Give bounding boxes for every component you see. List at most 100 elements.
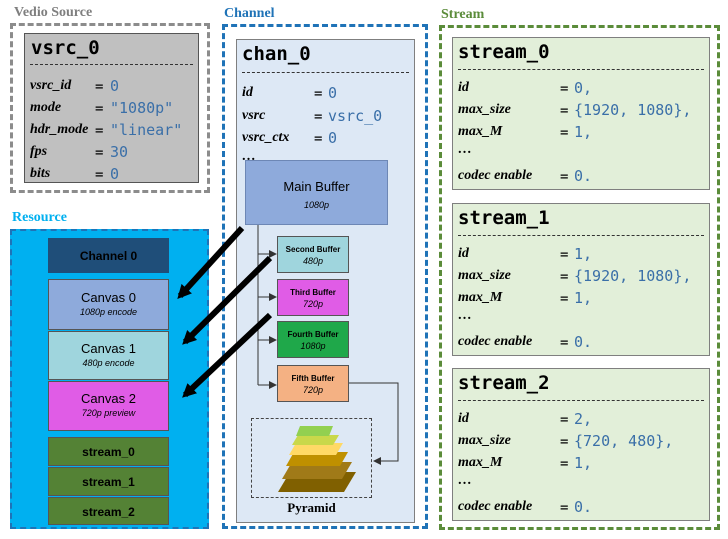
pyramid-label: Pyramid [287, 500, 336, 515]
ellipsis: … [458, 142, 472, 157]
channel-0-label: Channel 0 [79, 249, 138, 263]
field-key: max_size [458, 268, 511, 283]
canvas-subtitle: 1080p encode [79, 307, 138, 317]
buffer-title: Second Buffer [285, 245, 341, 254]
field-eq: = [95, 145, 104, 161]
field-key: max_size [458, 102, 511, 117]
buffer-subtitle: 720p [302, 299, 324, 309]
field-key: codec enable [458, 499, 533, 514]
stream-section-title: Stream [441, 7, 485, 22]
stream-section: stream_0 id = 0, max_size = {1920, 1080}… [439, 25, 720, 530]
field-key: max_size [458, 433, 511, 448]
divider [458, 69, 704, 70]
field-key: codec enable [458, 334, 533, 349]
field-eq: = [560, 103, 569, 119]
resource-stream-1-box: stream_1 [48, 467, 169, 496]
stream-2-card: stream_2 id = 2, max_size = {720, 480}, … [452, 368, 710, 521]
fifth-buffer-box: Fifth Buffer 720p [277, 365, 349, 402]
buffer-tree-lines [257, 225, 399, 465]
field-key: vsrc_id [30, 78, 72, 93]
stream-card-title: stream_2 [458, 372, 550, 394]
buffer-subtitle: 1080p [300, 341, 326, 351]
field-value: 0 [328, 129, 338, 147]
resource-stream-label: stream_1 [82, 475, 135, 489]
field-value: {1920, 1080}, [574, 101, 692, 119]
field-eq: = [95, 101, 104, 117]
divider [242, 72, 409, 73]
vsrc-card: vsrc_0 vsrc_id = 0 mode = "1080p" hdr_mo… [24, 33, 199, 183]
field-key: max_M [458, 124, 503, 139]
divider [30, 64, 193, 65]
field-value: vsrc_0 [328, 107, 383, 125]
field-eq: = [560, 169, 569, 185]
field-key: max_M [458, 290, 503, 305]
divider [458, 235, 704, 236]
fourth-buffer-box: Fourth Buffer 1080p [277, 321, 349, 358]
chan-card-title: chan_0 [242, 43, 311, 65]
stream-card-title: stream_0 [458, 41, 550, 63]
ellipsis: … [458, 473, 472, 488]
resource-section: Channel 0 Canvas 0 1080p encode Canvas 1… [10, 229, 209, 529]
second-buffer-box: Second Buffer 480p [277, 236, 349, 273]
field-value: 1, [574, 454, 593, 472]
field-eq: = [95, 167, 104, 183]
channel-section-title: Channel [224, 6, 275, 21]
field-key: fps [30, 144, 48, 159]
field-key: codec enable [458, 168, 533, 183]
field-value: 1, [574, 123, 593, 141]
field-value: 0 [110, 77, 120, 95]
vedio-source-section: vsrc_0 vsrc_id = 0 mode = "1080p" hdr_mo… [10, 23, 210, 193]
buffer-subtitle: 480p [302, 256, 324, 266]
field-eq: = [560, 81, 569, 97]
field-value: 30 [110, 143, 129, 161]
field-key: hdr_mode [30, 122, 89, 137]
field-value: 0. [574, 498, 593, 516]
canvas-subtitle: 720p preview [81, 408, 136, 418]
resource-stream-0-box: stream_0 [48, 437, 169, 466]
canvas-title: Canvas 2 [81, 391, 136, 406]
buffer-title: Third Buffer [290, 288, 336, 297]
field-eq: = [314, 86, 323, 102]
field-value: 0. [574, 333, 593, 351]
field-eq: = [560, 269, 569, 285]
field-key: vsrc [242, 108, 266, 123]
field-value: "1080p" [110, 99, 174, 117]
buffer-title: Fourth Buffer [287, 330, 339, 339]
canvas-2-box: Canvas 2 720p preview [48, 381, 169, 431]
field-key: id [458, 411, 469, 426]
main-buffer-subtitle: 1080p [303, 200, 330, 210]
resource-stream-label: stream_2 [82, 505, 135, 519]
canvas-1-box: Canvas 1 480p encode [48, 331, 169, 380]
resource-stream-2-box: stream_2 [48, 497, 169, 525]
field-eq: = [95, 79, 104, 95]
field-value: 1, [574, 289, 593, 307]
field-eq: = [560, 500, 569, 516]
canvas-0-box: Canvas 0 1080p encode [48, 279, 169, 330]
field-key: mode [30, 100, 62, 115]
canvas-subtitle: 480p encode [82, 358, 135, 368]
field-eq: = [560, 412, 569, 428]
pyramid-graphic [278, 426, 356, 492]
field-value: {720, 480}, [574, 432, 674, 450]
field-value: 0 [328, 84, 338, 102]
field-key: max_M [458, 455, 503, 470]
resource-stream-label: stream_0 [82, 445, 135, 459]
field-eq: = [95, 123, 104, 139]
canvas-title: Canvas 1 [81, 341, 136, 356]
field-value: 0, [574, 79, 593, 97]
field-value: "linear" [110, 121, 183, 139]
channel-0-box: Channel 0 [48, 238, 169, 273]
field-key: id [458, 246, 469, 261]
third-buffer-box: Third Buffer 720p [277, 279, 349, 316]
field-value: {1920, 1080}, [574, 267, 692, 285]
pyramid-frame [251, 418, 372, 498]
stream-1-card: stream_1 id = 1, max_size = {1920, 1080}… [452, 203, 710, 356]
field-key: vsrc_ctx [242, 130, 290, 145]
buffer-subtitle: 720p [302, 385, 324, 395]
field-value: 1, [574, 245, 593, 263]
field-key: id [458, 80, 469, 95]
resource-section-title: Resource [12, 210, 67, 225]
buffer-title: Fifth Buffer [291, 374, 335, 383]
divider [458, 400, 704, 401]
